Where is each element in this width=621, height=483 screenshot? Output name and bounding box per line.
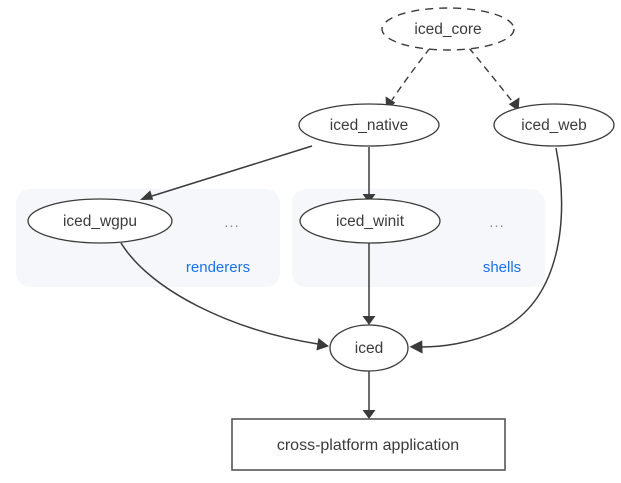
edge-line <box>420 147 563 348</box>
node-label: iced <box>355 340 383 357</box>
renderers-ellipsis: ... <box>224 214 240 231</box>
shells-ellipsis: ... <box>489 214 505 231</box>
arrow-head <box>409 340 423 354</box>
cluster-label-renderers: renderers <box>186 259 250 276</box>
edge-line <box>391 47 431 101</box>
node-iced[interactable]: iced <box>329 324 409 372</box>
node-label: cross-platform application <box>277 437 459 454</box>
edge-iced_core-to-iced_web <box>468 47 520 111</box>
node-label: iced_native <box>330 117 408 134</box>
node-iced_winit[interactable]: iced_winit <box>299 198 441 244</box>
edge-iced_core-to-iced_native <box>385 47 431 110</box>
edge-line <box>151 145 313 197</box>
node-shape <box>231 418 506 471</box>
node-iced_wgpu[interactable]: iced_wgpu <box>27 198 173 244</box>
edge-iced_native-to-iced_winit <box>362 147 376 203</box>
arrow-head <box>362 316 376 325</box>
node-iced_web[interactable]: iced_web <box>493 103 615 147</box>
node-label: iced_winit <box>336 213 405 230</box>
node-iced_native[interactable]: iced_native <box>298 103 440 147</box>
node-shape <box>27 198 173 244</box>
edge-iced-to-application <box>362 371 376 419</box>
node-shape <box>381 7 515 51</box>
arrow-head <box>316 338 329 351</box>
node-label: iced_wgpu <box>63 213 137 230</box>
node-shape <box>299 198 441 244</box>
node-label: iced_web <box>521 117 587 134</box>
edge-line <box>120 242 319 345</box>
node-application[interactable]: cross-platform application <box>231 418 506 471</box>
edge-iced_native-to-iced_wgpu <box>140 145 313 200</box>
node-shape <box>298 103 440 147</box>
arrow-head <box>140 190 154 200</box>
edge-line <box>468 47 513 102</box>
cluster-label-shells: shells <box>483 259 521 276</box>
arrow-head <box>508 97 520 111</box>
node-shape <box>493 103 615 147</box>
edge-iced_web-to-iced <box>409 147 563 354</box>
node-shape <box>329 324 409 372</box>
node-label: iced_core <box>414 21 481 38</box>
edge-iced_winit-to-iced <box>362 243 376 325</box>
edge-iced_wgpu-to-iced <box>120 242 329 351</box>
arrow-head <box>362 410 376 419</box>
node-iced_core[interactable]: iced_core <box>381 7 515 51</box>
